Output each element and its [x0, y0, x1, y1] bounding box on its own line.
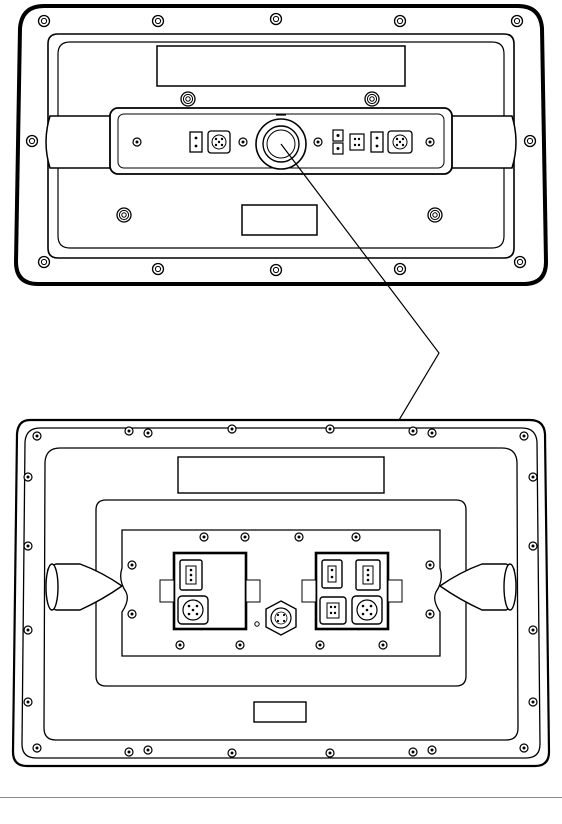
bottom-label-plate [178, 457, 384, 493]
top-serial-plate [242, 205, 317, 235]
bottom-right-square-connector [320, 597, 346, 624]
bottom-right-round-connector [352, 596, 382, 624]
top-port-right-round [388, 131, 412, 153]
bottom-left-connector-group [160, 553, 260, 629]
bottom-left-round-connector [178, 596, 208, 624]
top-right-bracket [448, 116, 516, 168]
top-port-right-small [371, 132, 383, 152]
top-left-bracket [46, 116, 114, 168]
top-port-left-round [208, 131, 230, 153]
bottom-right-connector-group [302, 553, 402, 629]
top-port-right-square [350, 134, 364, 150]
bottom-serial-plate [254, 702, 306, 722]
top-label-plate [157, 46, 405, 86]
top-port-left-small [190, 132, 202, 152]
top-view [16, 6, 546, 284]
bottom-left-pin-connector [180, 560, 202, 590]
footer-rule [0, 797, 562, 798]
bottom-view [13, 420, 549, 766]
bottom-right-small-connector [322, 560, 342, 588]
bottom-right-pin-connector [356, 560, 380, 590]
